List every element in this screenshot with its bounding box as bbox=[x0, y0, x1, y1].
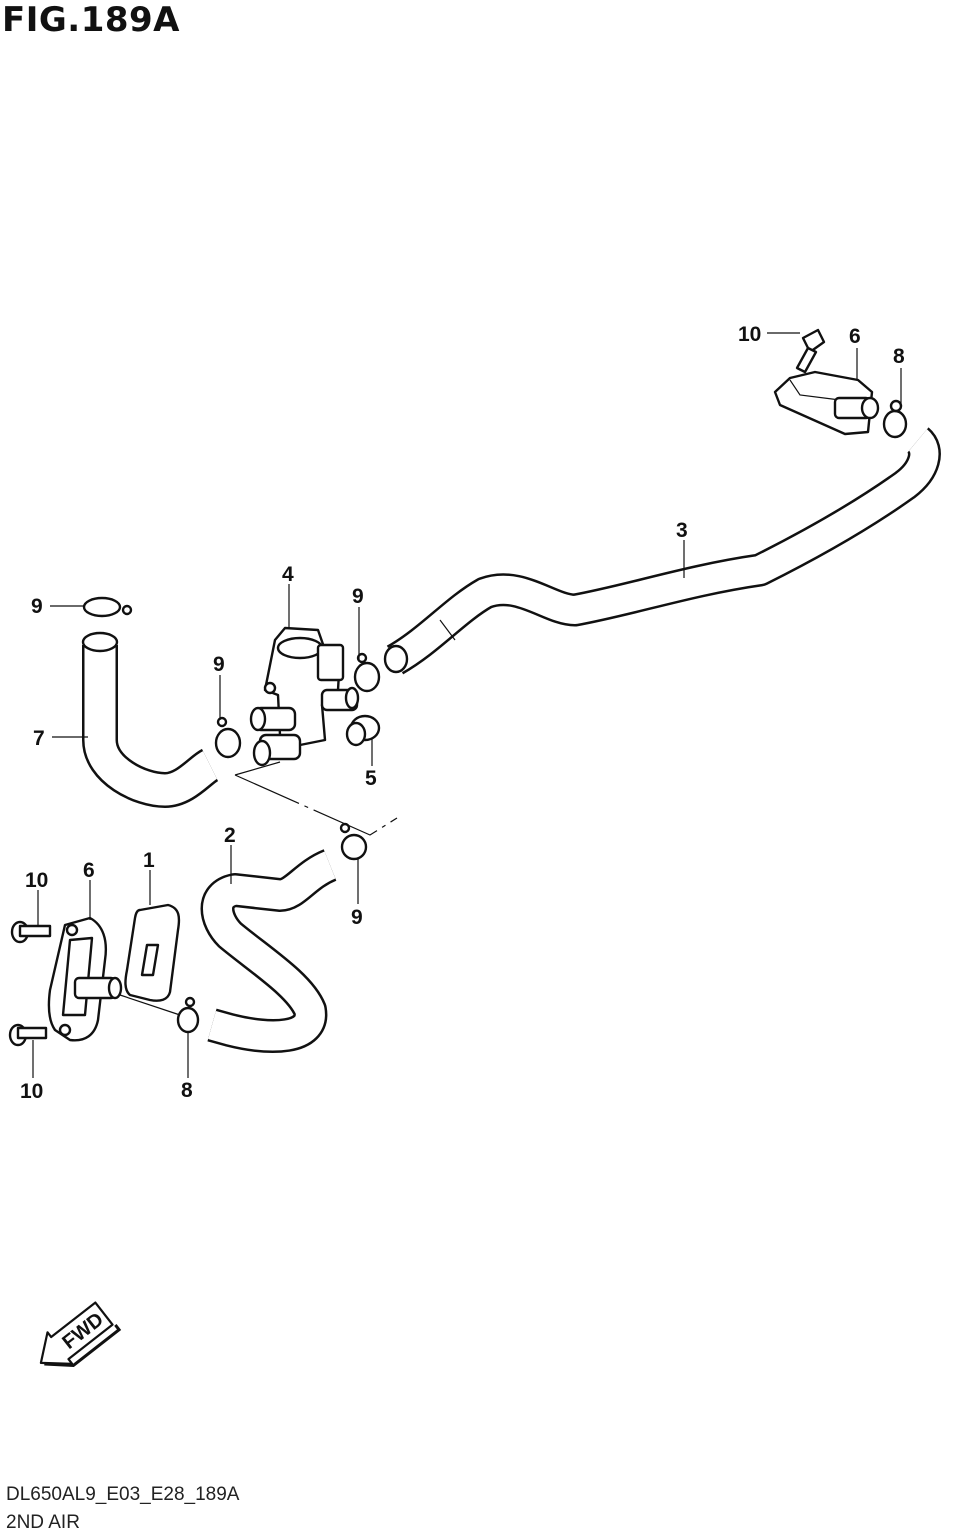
hose-3 bbox=[383, 427, 941, 675]
cap-5 bbox=[345, 714, 381, 747]
reed-valve-cover-bottom bbox=[47, 916, 181, 1042]
callout-6-bottom: 6 bbox=[83, 859, 95, 882]
hose-2 bbox=[200, 849, 338, 1053]
model-code: DL650AL9_E03_E28_189A bbox=[6, 1484, 240, 1505]
callout-10-bottom-upper: 10 bbox=[25, 869, 48, 892]
callout-10-top: 10 bbox=[738, 323, 761, 346]
clamp-8-bottom bbox=[176, 996, 200, 1034]
section-title: 2ND AIR bbox=[6, 1512, 80, 1533]
callout-5: 5 bbox=[365, 767, 377, 790]
clamp-9-bottom bbox=[339, 822, 368, 861]
reed-valve-cover-top bbox=[773, 370, 880, 436]
callout-3: 3 bbox=[676, 519, 688, 542]
callout-10-bottom-lower: 10 bbox=[20, 1080, 43, 1103]
callout-1: 1 bbox=[143, 849, 155, 872]
gasket-1 bbox=[124, 903, 181, 1002]
callout-6-top: 6 bbox=[849, 325, 861, 348]
leader-lines bbox=[32, 332, 902, 1078]
callout-4: 4 bbox=[282, 563, 294, 586]
figure-title: FIG.189A bbox=[2, 0, 180, 40]
clamp-9-valve-left bbox=[214, 716, 242, 759]
callout-9-left: 9 bbox=[31, 595, 43, 618]
hose-7 bbox=[81, 631, 220, 808]
bolt-top bbox=[795, 328, 826, 374]
clamp-9-valve-right bbox=[353, 652, 381, 693]
bolt-bottom-upper bbox=[10, 920, 52, 944]
callout-9-valve-left: 9 bbox=[213, 653, 225, 676]
callout-8-top: 8 bbox=[893, 345, 905, 368]
callout-8-bottom: 8 bbox=[181, 1079, 193, 1102]
callout-9-bottom: 9 bbox=[351, 906, 363, 929]
callout-9-valve-right: 9 bbox=[352, 585, 364, 608]
clamp-9-left bbox=[82, 596, 133, 618]
pair-valve bbox=[249, 626, 360, 767]
bolt-bottom-lower bbox=[8, 1023, 48, 1047]
clamp-8-top bbox=[882, 399, 908, 439]
callout-7: 7 bbox=[33, 727, 45, 750]
fwd-arrow: FWD bbox=[39, 1301, 122, 1367]
connection-line bbox=[234, 761, 398, 836]
callout-2: 2 bbox=[224, 824, 236, 847]
